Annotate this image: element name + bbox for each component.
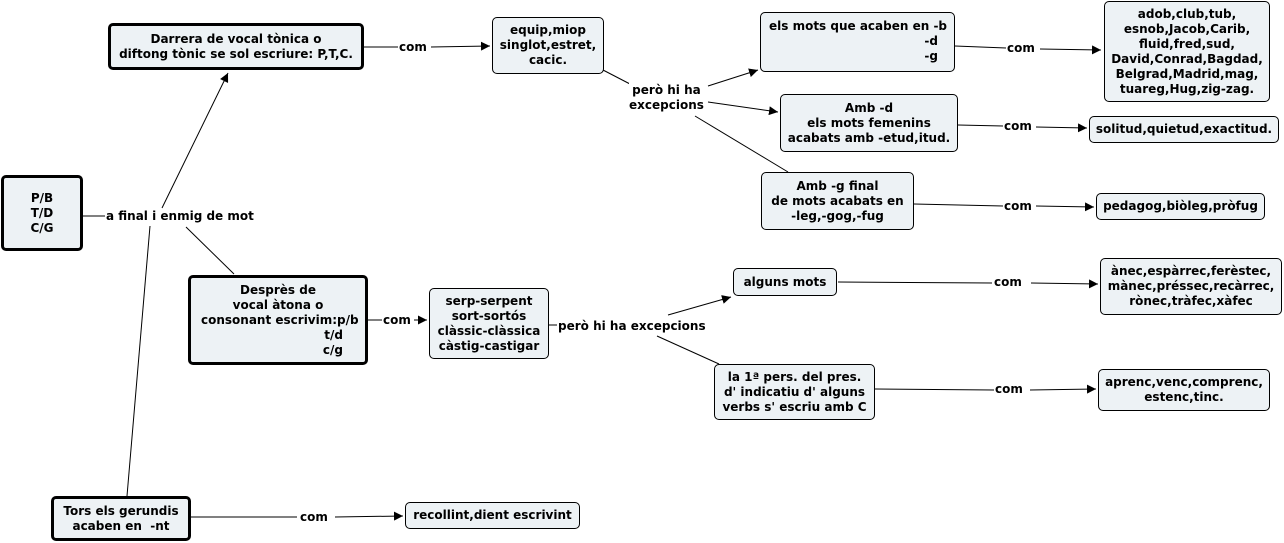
node-amb-d: Amb -d els mots femenins acabats amb -et… [780,94,958,152]
node-equip-text: equip,miop singlot,estret, cacic. [499,23,597,67]
label-com-5: com [383,313,411,328]
node-pbtdcg: P/B T/D C/G [1,175,83,251]
node-gerundis: Tors els gerundis acaben en -nt [51,496,191,541]
label-com-7: com [995,382,1023,397]
link-com7-aprenc [1029,384,1097,394]
node-darrera: Darrera de vocal tònica o diftong tònic … [108,23,364,70]
link-com8-recollint [334,511,404,521]
node-pbtdcg-text: P/B T/D C/G [30,190,54,235]
link-equip-pero1 [602,69,631,85]
node-alguns-text: alguns mots [743,274,827,289]
node-pers-text: la 1ª pers. del pres. d' indicatiu d' al… [722,369,867,414]
node-gerundis-text: Tors els gerundis acaben en -nt [63,503,179,533]
mots-acaben-d: -d [924,34,938,48]
link-com3-solitud [1035,123,1088,133]
node-anec: ànec,espàrrec,ferèstec, mànec,préssec,re… [1100,258,1282,315]
label-com-4: com [1004,199,1032,214]
link-afinal-despres [185,226,235,275]
node-amb-g-text: Amb -g final de mots acabats en -leg,-go… [771,178,904,223]
node-anec-text: ànec,espàrrec,ferèstec, mànec,préssec,re… [1107,264,1275,308]
node-amb-g: Amb -g final de mots acabats en -leg,-go… [761,172,914,230]
link-ambd-com3 [957,124,1004,127]
label-com-3: com [1004,119,1032,134]
node-pers: la 1ª pers. del pres. d' indicatiu d' al… [714,364,875,420]
node-equip: equip,miop singlot,estret, cacic. [492,17,604,74]
label-com-6: com [994,275,1022,290]
node-adob: adob,club,tub, esnob,Jacob,Carib, fluid,… [1104,1,1270,102]
label-pero-2: però hi ha excepcions [558,319,706,334]
link-pero2-pers [656,335,720,365]
link-com4-pedagog [1035,202,1095,212]
node-darrera-text: Darrera de vocal tònica o diftong tònic … [119,31,353,61]
link-gerundis-darrera [126,225,151,497]
link-motsb-com2 [954,45,1007,49]
node-amb-d-text: Amb -d els mots femenins acabats amb -et… [787,100,951,145]
node-mots-acaben: els mots que acaben en -b -d -g [760,12,955,72]
node-alguns: alguns mots [733,268,837,296]
link-pero2-alguns [667,295,732,316]
mots-acaben-g: -g [924,49,938,63]
label-com-2: com [1007,41,1035,56]
link-com6-anec [1030,279,1099,289]
label-pero-1: però hi ha excepcions [629,83,704,113]
link-pero1-ambd [707,101,779,116]
node-aprenc: aprenc,venc,comprenc, estenc,tinc. [1098,369,1270,411]
link-afinal-darrera [161,72,229,209]
label-com-8: com [300,510,328,525]
link-com1-equip [430,41,491,51]
node-solitud-text: solitud,quietud,exactitud. [1095,122,1273,136]
link-pero1-ambg [694,115,789,173]
node-recollint: recollint,dient escrivint [405,502,580,529]
mots-acaben-b: els mots que acaben en -b [769,19,948,33]
link-pers-com7 [874,388,995,391]
node-recollint-text: recollint,dient escrivint [413,508,572,522]
link-com2-adob [1039,45,1102,55]
label-com-1: com [399,40,427,55]
node-serp-text: serp-serpent sort-sortós clàssic-clàssic… [437,293,541,353]
node-pedagog-text: pedagog,biòleg,pròfug [1103,199,1258,213]
node-solitud: solitud,quietud,exactitud. [1089,116,1279,143]
node-pedagog: pedagog,biòleg,pròfug [1096,193,1265,220]
node-serp: serp-serpent sort-sortós clàssic-clàssic… [429,288,549,359]
link-alguns-com6 [837,281,993,284]
node-despres-main: Desprès de vocal àtona o consonant escri… [201,282,359,327]
link-pero1-motsb [707,68,759,87]
node-despres-td: t/d [324,327,343,342]
link-ambg-com4 [913,203,1004,207]
node-aprenc-text: aprenc,venc,comprenc, estenc,tinc. [1105,375,1263,404]
node-despres: Desprès de vocal àtona o consonant escri… [188,275,368,365]
label-afinal: a final i enmig de mot [106,209,254,224]
node-despres-cg: c/g [322,342,343,357]
node-adob-text: adob,club,tub, esnob,Jacob,Carib, fluid,… [1111,6,1263,96]
